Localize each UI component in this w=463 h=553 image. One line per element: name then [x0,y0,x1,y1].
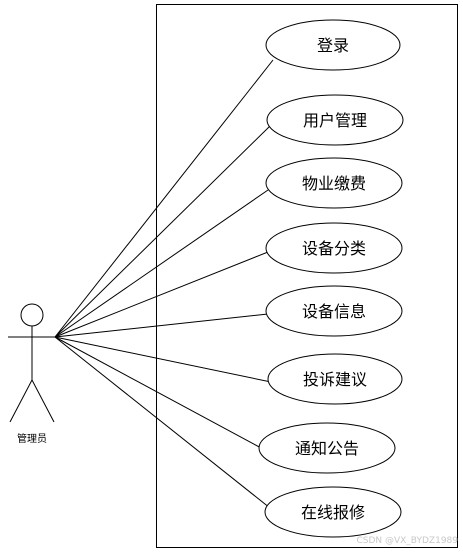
use-case-label: 物业缴费 [302,174,366,193]
association-line-8 [54,336,271,509]
use-case-ellipse [264,486,402,538]
actor-right-leg [31,379,55,423]
use-case-ellipse [265,285,403,337]
use-case-notices[interactable]: 通知公告 [258,422,396,474]
use-case-device-info[interactable]: 设备信息 [265,285,403,337]
use-case-ellipse [265,157,403,209]
association-line-7 [54,336,264,450]
use-case-ellipse [265,222,403,274]
actor-label: 管理员 [17,432,47,445]
actor-left-leg [9,379,33,423]
use-case-user-management[interactable]: 用户管理 [266,94,404,146]
use-case-label: 设备信息 [302,302,366,321]
use-case-property-payment[interactable]: 物业缴费 [265,157,403,209]
use-case-complaints[interactable]: 投诉建议 [267,353,403,405]
association-lines [54,59,274,509]
watermark-text: CSDN @VX_BYDZ1989 [356,536,458,546]
system-boundary [156,4,458,548]
association-line-2 [54,125,271,338]
use-case-label: 通知公告 [295,439,359,458]
use-case-ellipse [267,353,403,405]
association-line-1 [54,59,274,338]
use-case-label: 登录 [317,36,349,55]
use-case-device-category[interactable]: 设备分类 [265,222,403,274]
use-case-online-repair[interactable]: 在线报修 [264,486,402,538]
use-case-ellipse [265,19,401,71]
use-case-label: 设备分类 [302,239,366,258]
use-case-label: 用户管理 [303,111,367,130]
use-case-ellipse [258,422,396,474]
association-line-6 [54,336,272,383]
use-case-ellipse [266,94,404,146]
actor-head [20,303,44,327]
use-case-label: 在线报修 [301,503,365,522]
actor-figure [8,303,56,423]
association-line-4 [54,251,269,338]
association-line-3 [54,189,269,338]
association-line-5 [54,313,269,338]
use-case-label: 投诉建议 [303,370,367,389]
use-case-login[interactable]: 登录 [265,19,401,71]
